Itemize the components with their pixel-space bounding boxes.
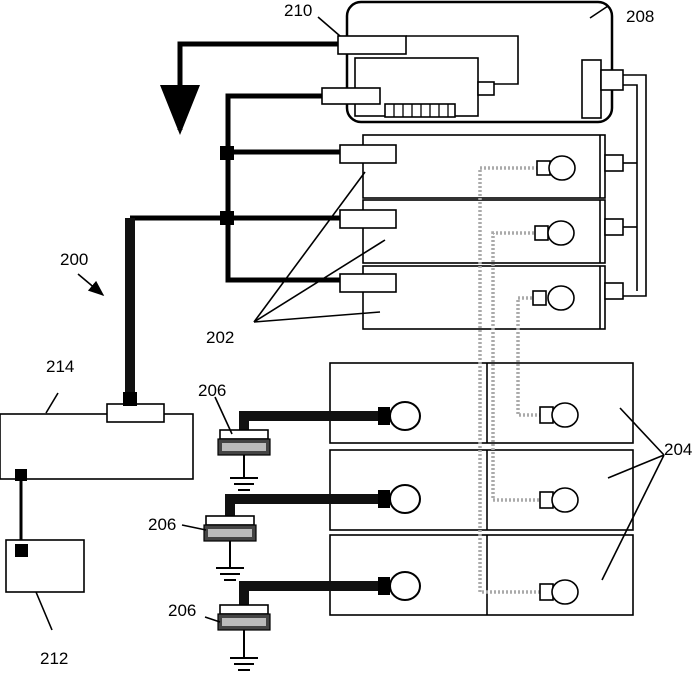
distributor-port-3 bbox=[340, 274, 396, 292]
label-210: 210 bbox=[284, 1, 312, 20]
data-cable bbox=[228, 96, 340, 280]
controller-port-210 bbox=[338, 36, 406, 54]
junction-node-1 bbox=[220, 146, 234, 160]
controller-connector-strip bbox=[385, 104, 455, 117]
controller-side-connector bbox=[601, 70, 623, 90]
label-212: 212 bbox=[40, 649, 68, 668]
computer-port bbox=[15, 544, 28, 557]
controller-plug bbox=[478, 82, 494, 95]
hub-connector bbox=[123, 392, 137, 406]
lamp-icon bbox=[552, 488, 578, 512]
output-cable-arrow bbox=[180, 44, 338, 130]
label-208: 208 bbox=[626, 7, 654, 26]
junction-node-2 bbox=[220, 211, 234, 225]
label-200: 200 bbox=[60, 250, 88, 269]
hub-214 bbox=[0, 392, 193, 481]
distributor-connector-3 bbox=[605, 283, 623, 299]
controller-port bbox=[322, 88, 380, 104]
computer-212 bbox=[6, 540, 84, 630]
lamp-icon bbox=[552, 403, 578, 427]
lamp-icon bbox=[552, 580, 578, 604]
lamp-icon bbox=[390, 485, 420, 513]
distributor-connector-1 bbox=[605, 155, 623, 171]
controller-bus bbox=[623, 75, 646, 296]
distributor-connector-2 bbox=[605, 219, 623, 235]
controller-side-module bbox=[582, 60, 601, 118]
label-214: 214 bbox=[46, 357, 74, 376]
controller-208: 208 bbox=[322, 2, 654, 122]
label-202: 202 bbox=[206, 328, 234, 347]
distributor-port-2 bbox=[340, 210, 396, 228]
lamp-icon bbox=[548, 221, 574, 245]
lamp-icon bbox=[549, 156, 575, 180]
distributor-port-1 bbox=[340, 145, 396, 163]
hub-output-node bbox=[15, 469, 27, 481]
lamp-icon bbox=[548, 286, 574, 310]
label-206-3: 206 bbox=[168, 601, 196, 620]
label-204: 204 bbox=[664, 440, 692, 459]
lamp-icon bbox=[390, 572, 420, 600]
label-206-2: 206 bbox=[148, 515, 176, 534]
label-206-1: 206 bbox=[198, 381, 226, 400]
hub-port bbox=[107, 404, 164, 422]
lamp-icon bbox=[390, 402, 420, 430]
